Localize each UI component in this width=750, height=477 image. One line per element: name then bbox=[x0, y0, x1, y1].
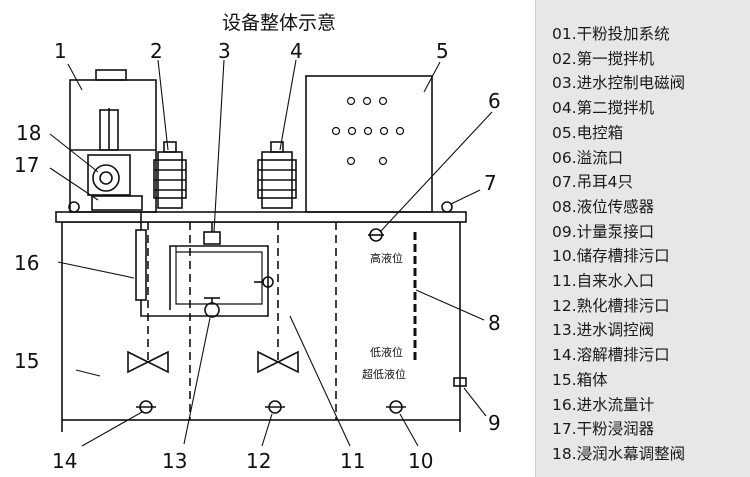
legend-item: 07.吊耳4只 bbox=[552, 173, 634, 192]
legend-item: 18.浸润水幕调整阀 bbox=[552, 444, 686, 463]
label-level-high: 高液位 bbox=[370, 251, 403, 265]
legend-item: 04.第二搅拌机 bbox=[552, 99, 655, 118]
label-level-ultra-low: 超低液位 bbox=[362, 367, 406, 381]
callout-17: 17 bbox=[14, 153, 39, 177]
control-box bbox=[305, 75, 433, 213]
legend-item: 03.进水控制电磁阀 bbox=[552, 74, 686, 93]
lifting-lug-right bbox=[441, 201, 453, 213]
inlet-pipe bbox=[140, 245, 269, 317]
callout-3: 3 bbox=[218, 39, 231, 63]
equipment-diagram: 设备整体示意 bbox=[14, 12, 501, 473]
label-level-low: 低液位 bbox=[370, 345, 403, 359]
callout-9: 9 bbox=[488, 411, 501, 435]
legend-item: 14.溶解槽排污口 bbox=[552, 346, 670, 365]
wetter-pipe bbox=[91, 195, 143, 211]
water-flowmeter bbox=[135, 229, 147, 301]
legend-list: 01.干粉投加系统 02.第一搅拌机 03.进水控制电磁阀 04.第二搅拌机 0… bbox=[536, 0, 750, 467]
callout-6: 6 bbox=[488, 89, 501, 113]
legend-item: 13.进水调控阀 bbox=[552, 321, 655, 340]
legend-item: 09.计量泵接口 bbox=[552, 222, 655, 241]
legend-item: 10.储存槽排污口 bbox=[552, 247, 670, 266]
callout-13: 13 bbox=[162, 449, 187, 473]
callout-5: 5 bbox=[436, 39, 449, 63]
inlet-regulating-valve bbox=[204, 302, 220, 318]
lifting-lug-left bbox=[68, 201, 80, 213]
inlet-solenoid-valve bbox=[203, 231, 221, 245]
legend-item: 17.干粉浸润器 bbox=[552, 420, 655, 439]
top-plate bbox=[55, 211, 467, 223]
powder-wetter bbox=[87, 154, 131, 196]
callout-2: 2 bbox=[150, 39, 163, 63]
callout-14: 14 bbox=[52, 449, 77, 473]
legend-item: 08.液位传感器 bbox=[552, 197, 655, 216]
legend-item: 11.自来水入口 bbox=[552, 272, 655, 291]
legend-item: 16.进水流量计 bbox=[552, 395, 655, 414]
legend-item: 01.干粉投加系统 bbox=[552, 25, 670, 43]
legend-item: 15.箱体 bbox=[552, 370, 608, 389]
legend-item: 02.第一搅拌机 bbox=[552, 49, 655, 68]
impeller-1 bbox=[127, 350, 169, 374]
callout-15: 15 bbox=[14, 349, 39, 373]
legend-panel: 01.干粉投加系统 02.第一搅拌机 03.进水控制电磁阀 04.第二搅拌机 0… bbox=[535, 0, 750, 477]
callout-4: 4 bbox=[290, 39, 303, 63]
callout-1: 1 bbox=[54, 39, 67, 63]
impeller-2 bbox=[257, 350, 299, 374]
callout-10: 10 bbox=[408, 449, 433, 473]
powder-hopper bbox=[69, 79, 157, 213]
callout-16: 16 bbox=[14, 251, 39, 275]
callout-12: 12 bbox=[246, 449, 271, 473]
hopper-lid bbox=[95, 69, 127, 81]
callout-leaders bbox=[49, 59, 493, 447]
legend-item: 06.溢流口 bbox=[552, 148, 624, 167]
water-curtain-valve bbox=[92, 164, 120, 192]
callout-8: 8 bbox=[488, 311, 501, 335]
metering-pump-port bbox=[453, 377, 467, 387]
legend-item: 12.熟化槽排污口 bbox=[552, 296, 670, 315]
callout-11: 11 bbox=[340, 449, 365, 473]
callout-7: 7 bbox=[484, 171, 497, 195]
control-box-indicators bbox=[331, 96, 405, 166]
callout-18: 18 bbox=[16, 121, 41, 145]
diagram-title: 设备整体示意 bbox=[222, 12, 336, 34]
callout-numbers: 1 2 3 4 5 6 7 8 9 10 11 12 13 14 15 16 1… bbox=[14, 39, 501, 473]
legend-item: 05.电控箱 bbox=[552, 123, 624, 142]
